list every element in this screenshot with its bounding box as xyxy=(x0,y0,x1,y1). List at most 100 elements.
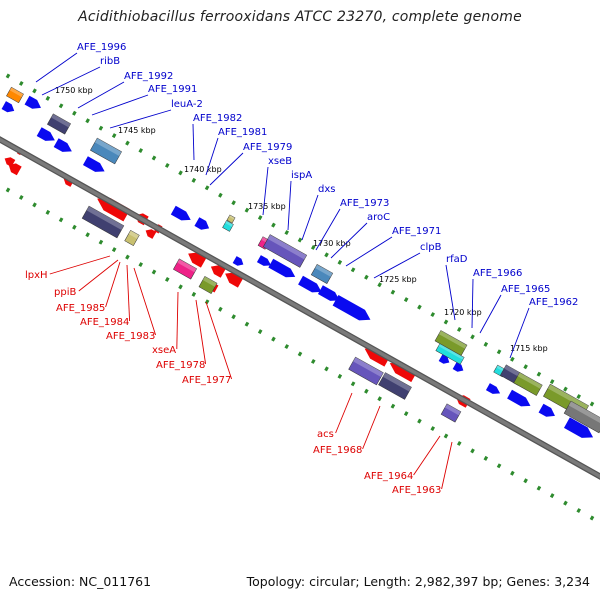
cog-box-forward xyxy=(262,234,308,268)
tick-outer-forward xyxy=(563,386,568,392)
tick-outer-forward xyxy=(364,274,369,280)
tick-outer-reverse xyxy=(5,187,11,193)
position-label: 1740 kbp xyxy=(184,165,222,174)
position-label: 1750 kbp xyxy=(55,86,93,95)
forward-gene-label: AFE_1965 xyxy=(501,284,550,295)
tick-outer-reverse xyxy=(244,321,250,327)
callout-line xyxy=(205,137,219,176)
tick-outer-reverse xyxy=(350,381,356,387)
tick-outer-reverse xyxy=(364,388,369,394)
position-label: 1735 kbp xyxy=(248,202,286,211)
forward-gene-label: AFE_1991 xyxy=(148,84,197,95)
cog-box-reverse xyxy=(81,205,125,239)
callout-line xyxy=(262,166,269,216)
cog-box-forward xyxy=(90,137,122,165)
tick-outer-forward xyxy=(271,222,276,228)
gene-arrow-forward xyxy=(298,275,322,293)
gene-arrow-reverse xyxy=(4,157,16,167)
tick-outer-forward xyxy=(443,319,449,325)
gene-arrow-forward xyxy=(82,156,105,172)
tick-outer-forward xyxy=(456,326,462,332)
callout-line xyxy=(471,278,474,329)
backbone-line xyxy=(0,137,600,479)
tick-outer-reverse xyxy=(32,202,37,208)
cog-box-forward xyxy=(435,343,465,365)
forward-gene-label: dxs xyxy=(318,184,335,195)
tick-outer-forward xyxy=(32,88,37,94)
tick-outer-forward xyxy=(204,185,210,191)
tick-outer-forward xyxy=(536,371,542,377)
tick-outer-reverse xyxy=(456,440,462,446)
position-label: 1725 kbp xyxy=(379,275,417,284)
reverse-gene-label: xseA xyxy=(152,345,176,356)
callout-line xyxy=(35,52,78,83)
forward-gene-label: ribB xyxy=(100,56,120,67)
tick-outer-forward xyxy=(111,133,117,139)
tick-outer-forward xyxy=(98,125,104,131)
gene-arrow-forward xyxy=(194,217,210,230)
tick-outer-forward xyxy=(310,244,316,250)
callout-line xyxy=(205,301,233,380)
tick-outer-reverse xyxy=(111,247,117,253)
tick-outer-forward xyxy=(178,170,183,176)
cog-box-reverse xyxy=(198,276,218,294)
tick-outer-reverse xyxy=(310,358,316,364)
reverse-gene-label: AFE_1983 xyxy=(106,331,155,342)
tick-outer-reverse xyxy=(204,299,210,305)
tick-outer-reverse xyxy=(58,217,64,223)
tick-outer-reverse xyxy=(470,448,475,454)
tick-outer-reverse xyxy=(377,396,382,402)
tick-outer-forward xyxy=(164,162,170,168)
tick-outer-reverse xyxy=(576,508,582,514)
callout-line xyxy=(209,152,244,186)
cog-box-reverse xyxy=(378,372,412,400)
tick-outer-reverse xyxy=(536,485,542,491)
gene-arrow-forward xyxy=(563,417,594,438)
tick-outer-reverse xyxy=(297,351,303,357)
cog-box-forward xyxy=(6,86,24,104)
gene-arrow-forward xyxy=(452,362,464,372)
forward-gene-label: AFE_1992 xyxy=(124,71,173,82)
tick-outer-reverse xyxy=(284,344,290,350)
position-label: 1745 kbp xyxy=(118,126,156,135)
cog-box-reverse xyxy=(124,229,140,247)
topology-text: Topology: circular; Length: 2,982,397 bp… xyxy=(246,574,590,589)
callout-line xyxy=(445,264,456,321)
tick-outer-reverse xyxy=(337,373,343,379)
cog-box-reverse xyxy=(348,356,384,386)
tick-outer-reverse xyxy=(589,515,595,521)
cog-box-reverse xyxy=(173,258,197,280)
tick-outer-forward xyxy=(576,394,582,400)
gene-arrow-forward xyxy=(538,403,555,417)
tick-outer-forward xyxy=(470,334,475,340)
gene-arrow-forward xyxy=(232,256,244,266)
gene-arrow-forward xyxy=(332,294,371,321)
tick-outer-forward xyxy=(58,103,64,109)
tick-outer-forward xyxy=(417,304,422,310)
gene-arrow-forward xyxy=(507,389,531,407)
callout-line xyxy=(301,194,319,241)
reverse-gene-label: AFE_1968 xyxy=(313,445,362,456)
tick-outer-forward xyxy=(510,356,515,362)
tick-outer-forward xyxy=(45,95,51,101)
forward-gene-label: ispA xyxy=(291,170,312,181)
tick-outer-reverse xyxy=(549,493,555,499)
cog-box-forward xyxy=(226,214,236,224)
tick-outer-reverse xyxy=(231,314,236,320)
callout-line xyxy=(133,267,157,336)
tick-outer-forward xyxy=(191,177,197,183)
tick-outer-reverse xyxy=(443,433,449,439)
tick-outer-reverse xyxy=(138,262,144,268)
tick-outer-reverse xyxy=(510,470,515,476)
backbone xyxy=(0,136,600,480)
callout-line xyxy=(41,66,101,96)
gene-arrow-forward xyxy=(53,138,72,152)
tick-outer-reverse xyxy=(98,239,104,245)
tick-outer-reverse xyxy=(72,224,77,230)
tick-outer-forward xyxy=(125,140,130,146)
tick-outer-forward xyxy=(350,267,356,273)
tick-outer-reverse xyxy=(324,366,329,372)
gene-arrow-reverse xyxy=(389,362,418,383)
callout-line xyxy=(176,291,179,350)
